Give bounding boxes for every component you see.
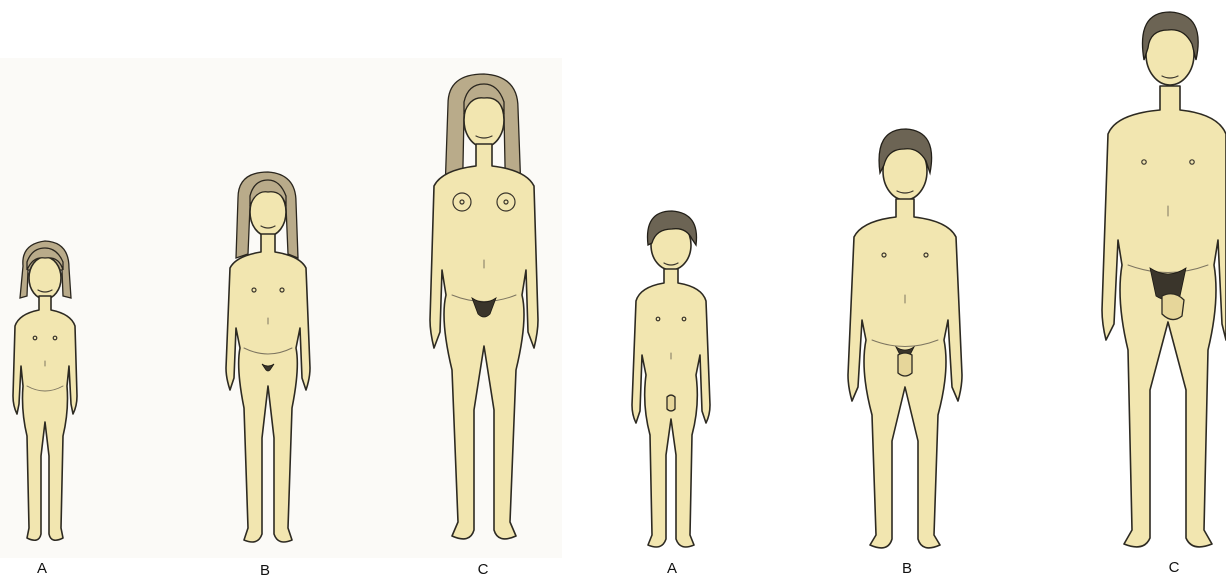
male-figure-c [1098, 10, 1226, 560]
female-figure-c [420, 70, 550, 555]
female-stage-b-label: B [255, 562, 275, 579]
female-stage-a-label: A [32, 560, 52, 577]
male-stage-c-label: C [1164, 559, 1184, 576]
male-stage-a-label: A [662, 560, 682, 577]
male-stage-b-label: B [897, 560, 917, 577]
female-figure-b [218, 168, 328, 553]
female-figure-a [5, 236, 95, 551]
male-figure-a [626, 205, 716, 555]
male-figure-b [840, 125, 970, 560]
female-stage-c-label: C [473, 561, 493, 578]
